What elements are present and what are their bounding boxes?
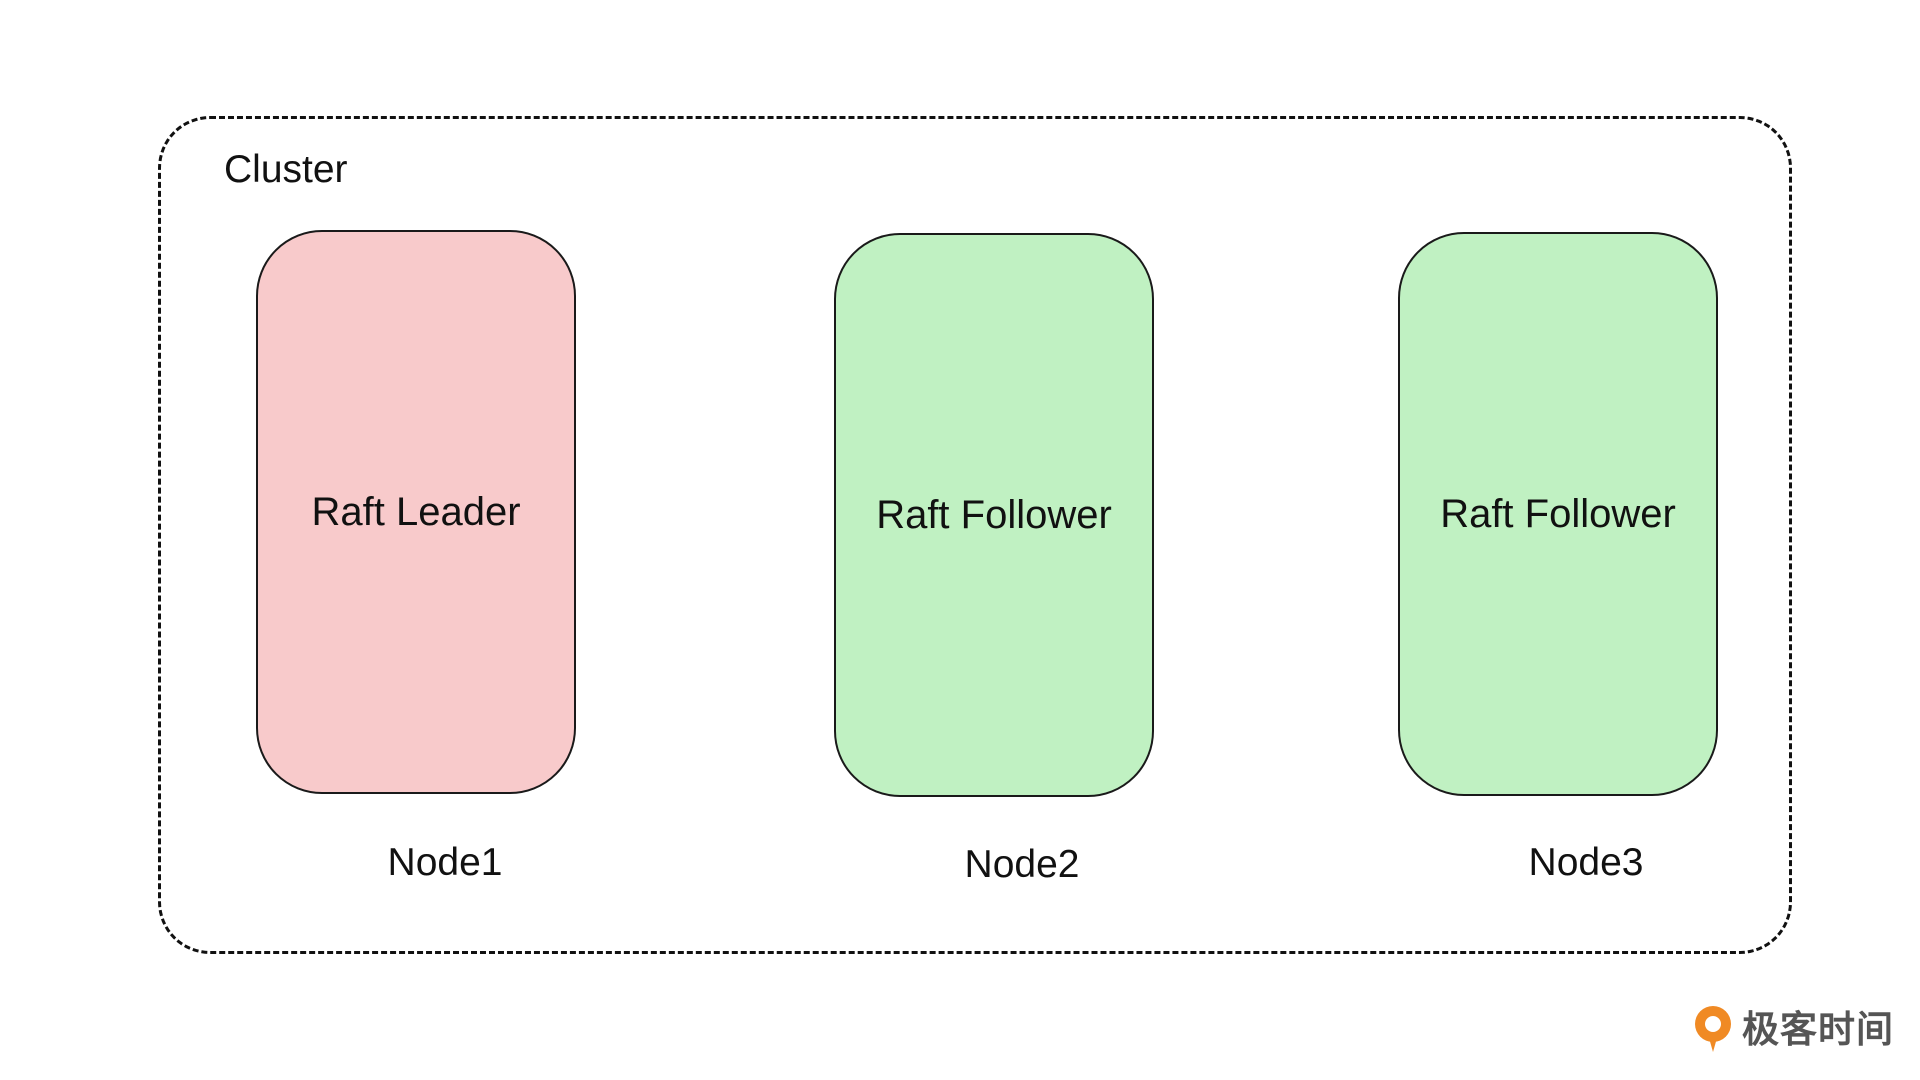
cluster-label: Cluster — [224, 148, 348, 191]
node3-role-label: Raft Follower — [1440, 492, 1676, 536]
brand-text: 极客时间 — [1742, 1007, 1894, 1051]
cluster-boundary — [158, 116, 1792, 954]
node2-box: Raft Follower — [834, 233, 1154, 797]
node3-box: Raft Follower — [1398, 232, 1718, 796]
node1-caption: Node1 — [387, 841, 503, 884]
node2-caption: Node2 — [964, 843, 1080, 886]
node1-box: Raft Leader — [256, 230, 576, 794]
node1-role-label: Raft Leader — [311, 490, 521, 534]
node3-caption: Node3 — [1528, 841, 1644, 884]
geektime-logo-icon — [1695, 1006, 1731, 1052]
brand-watermark: 极客时间 — [1692, 1004, 1894, 1054]
node2-role-label: Raft Follower — [876, 493, 1112, 537]
